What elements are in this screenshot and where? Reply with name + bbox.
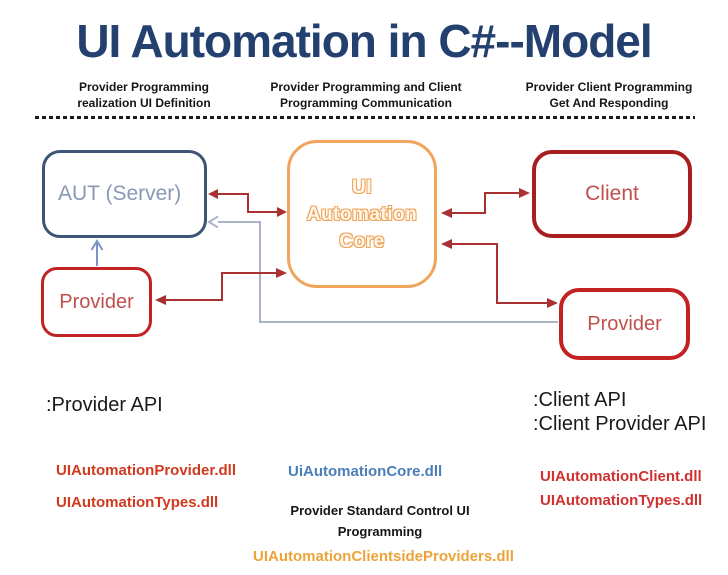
arrow-aut-core [208, 189, 287, 217]
dashed-divider [35, 116, 695, 119]
core-label-line: Automation [306, 203, 418, 225]
box-provider-left: Provider [41, 267, 152, 337]
column-header-line: realization UI Definition [77, 96, 211, 110]
arrow-provider-left-core [155, 268, 287, 305]
column-header-line: Programming Communication [279, 96, 452, 110]
column-header-line: Provider Programming [78, 80, 210, 94]
column-header-client-programming: Provider Client Programming Get And Resp… [496, 79, 722, 111]
core-label-line: UI [352, 176, 372, 198]
box-aut-server: AUT (Server) [42, 150, 207, 238]
column-header-provider-programming: Provider Programming realization UI Defi… [35, 79, 253, 111]
page-title: UI Automation in C#--Model [76, 15, 652, 67]
note-provider-api: :Provider API [46, 394, 163, 416]
core-label-line: Core [339, 230, 385, 252]
note-client-api: :Client API [533, 389, 627, 411]
box-provider-left-label: Provider [59, 290, 134, 313]
box-provider-right: Provider [559, 288, 690, 360]
box-ui-automation-core: UI Automation Core [287, 140, 437, 288]
column-header-line: Get And Responding [549, 96, 669, 110]
box-client: Client [532, 150, 692, 238]
dll-uiautomationtypes-left: UIAutomationTypes.dll [56, 494, 219, 511]
column-header-line: Provider Programming and Client [270, 80, 462, 94]
note-provider-standard-line: Provider Standard Control UI [290, 503, 470, 518]
dll-uiautomationclientsideproviders: UIAutomationClientsideProviders.dll [253, 548, 514, 565]
note-provider-standard-control: Provider Standard Control UI Programming [270, 500, 490, 542]
box-client-label: Client [585, 182, 639, 205]
box-provider-right-label: Provider [587, 312, 662, 335]
note-client-provider-api: :Client Provider API [533, 413, 707, 435]
arrow-provider-left-aut [90, 239, 104, 266]
arrow-core-provider-right [441, 239, 558, 308]
column-header-communication: Provider Programming and Client Programm… [258, 79, 474, 111]
arrow-core-client [441, 188, 530, 218]
box-aut-label: AUT (Server) [58, 182, 182, 205]
column-header-line: Provider Client Programming [525, 80, 693, 94]
dll-uiautomationcore: UiAutomationCore.dll [288, 463, 443, 480]
dll-uiautomationclient: UIAutomationClient.dll [540, 468, 702, 485]
dll-uiautomationprovider: UIAutomationProvider.dll [56, 462, 237, 479]
note-provider-standard-line: Programming [337, 524, 423, 539]
dll-uiautomationtypes-right: UIAutomationTypes.dll [540, 492, 703, 509]
